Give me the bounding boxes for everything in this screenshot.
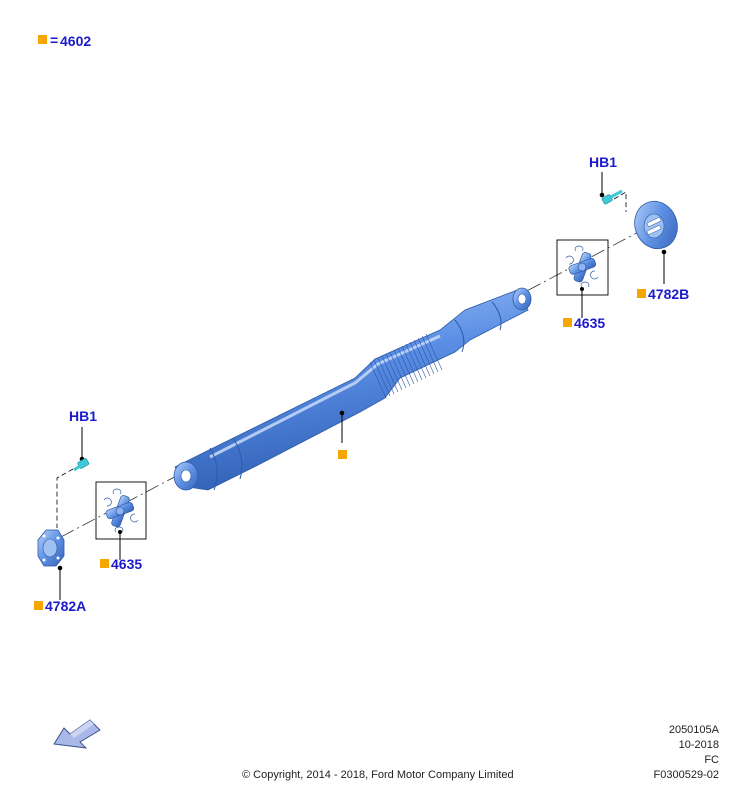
footer-date: 10-2018 [678, 739, 719, 751]
ujoint-bottom-box [95, 481, 147, 540]
footer-code1: 2050105A [668, 724, 719, 736]
callout-flange-top: 4782B [648, 286, 689, 302]
footer-region: FC [704, 754, 719, 766]
flange-top-marker [637, 289, 646, 298]
driveshaft [173, 287, 532, 491]
flange-bottom-marker [34, 601, 43, 610]
ujoint-bottom-marker [100, 559, 109, 568]
callout-hb1-top: HB1 [589, 154, 617, 170]
flange-bottom-icon [37, 529, 65, 567]
axis-line [39, 217, 666, 549]
bolt-top-icon [601, 189, 623, 205]
legend-marker [38, 35, 47, 44]
bolt-bottom-icon [73, 458, 90, 472]
callout-ujoint-top: 4635 [574, 315, 605, 331]
driveshaft-marker [338, 450, 347, 459]
legend-equals: = [50, 32, 58, 48]
callout-ujoint-bottom: 4635 [111, 556, 142, 572]
flange-top-icon [634, 200, 678, 250]
footer-figure: F0300529-02 [653, 769, 719, 781]
ujoint-top-marker [563, 318, 572, 327]
callout-flange-bottom: 4782A [45, 598, 86, 614]
footer-copyright: © Copyright, 2014 - 2018, Ford Motor Com… [242, 769, 514, 781]
ujoint-bottom-icon [103, 488, 139, 533]
ujoint-top-icon [565, 245, 599, 288]
direction-arrow-icon [53, 719, 101, 749]
legend-code: 4602 [60, 33, 91, 49]
callout-hb1-bottom: HB1 [69, 408, 97, 424]
